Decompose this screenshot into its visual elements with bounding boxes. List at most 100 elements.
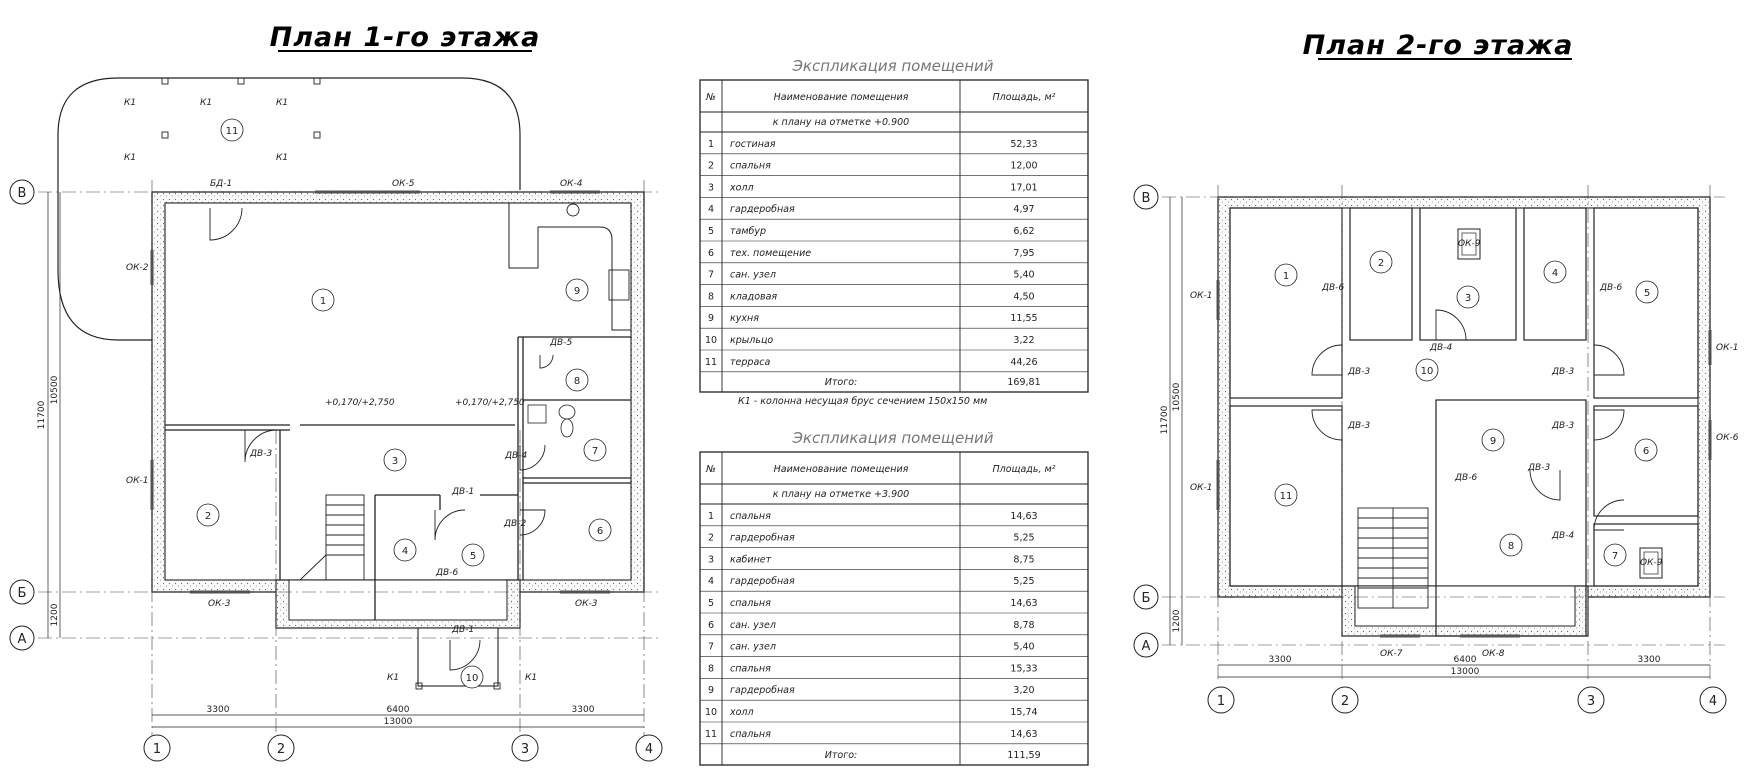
room1-8: 8 [574,376,580,387]
axis2-4: 4 [1709,694,1717,709]
axis2-v: В [1142,191,1151,206]
table1-row-10-name: крыльцо [730,335,773,346]
table1-row-7-n: 7 [708,270,714,281]
table2-row-lines [700,525,1088,745]
table1-row-3-name: холл [729,182,754,193]
label2-dv6-a: ДВ-6 [1321,283,1344,293]
table2-row-2-n: 2 [708,533,714,544]
table1-head-n: № [705,92,716,103]
axis2-b: Б [1142,591,1151,606]
axis1-2: 2 [277,742,285,757]
terrace-outline [57,77,521,341]
entry-porch [417,627,499,687]
table2-row-7-area: 5,40 [1013,642,1034,653]
room1-6: 6 [597,526,603,537]
table1-row-9-area: 11,55 [1010,313,1037,324]
label-k1-f: К1 [387,673,399,683]
dim2-3300-right: 3300 [1638,655,1661,665]
floor2-plan [1162,185,1725,680]
table1-row-2-name: спальня [730,161,771,172]
room2-9: 9 [1490,436,1496,447]
dim2-6400: 6400 [1454,655,1477,665]
table1-row-11-area: 44,26 [1010,357,1037,368]
axis1-4: 4 [645,742,653,757]
room2-2: 2 [1378,258,1384,269]
table2-row-2-area: 5,25 [1013,533,1034,544]
dim2-11700: 11700 [1160,405,1170,434]
label2-ok9-b: ОК-9 [1640,558,1663,568]
table1-row-lines [700,153,1088,373]
table1-row-2-n: 2 [708,161,714,172]
table2-row-11-name: спальня [730,729,771,740]
table2-row-7-name: сан. узел [730,642,776,653]
table1-row-4-area: 4,97 [1013,204,1034,215]
floor2-title: План 2-го этажа [1303,30,1574,61]
label-ok3-right: ОК-3 [575,599,598,609]
table2-row-5-name: спальня [730,598,771,609]
table1-row-3-area: 17,01 [1010,182,1037,193]
label-k1-d: К1 [124,153,136,163]
label-dv1-top: ДВ-1 [451,487,474,497]
dim2-1200: 1200 [1172,609,1182,632]
room1-11: 11 [226,126,239,137]
table2-total: 111,59 [1007,750,1040,761]
label2-dv6-c: ДВ-6 [1454,473,1477,483]
table2-row-11-n: 11 [705,729,717,740]
label-ok1: ОК-1 [126,476,148,486]
table2-row-10-name: холл [729,707,754,718]
floor1-axis-markers: В Б А 1 2 3 4 [9,179,663,762]
table1-row-9-n: 9 [708,313,714,324]
table2-head-n: № [705,464,716,475]
table1-head-area: Площадь, м² [993,92,1056,103]
table2-row-6-name: сан. узел [730,620,776,631]
floor1-labels: БД-1 ОК-5 ОК-4 ОК-2 ОК-1 ОК-3 ОК-3 ДВ-3 … [37,98,598,727]
dim2-3300-left: 3300 [1269,655,1292,665]
label-k1-c: К1 [276,98,288,108]
label-dv5: ДВ-5 [549,338,572,348]
label2-ok6: ОК-6 [1716,433,1739,443]
table1-row-7-name: сан. узел [730,270,776,281]
floor2-rooms: 1 2 3 4 5 10 9 6 11 8 7 [1274,250,1659,567]
axis2-3: 3 [1587,694,1595,709]
table1-row-6-area: 7,95 [1013,248,1034,259]
label2-dv4-a: ДВ-4 [1429,343,1452,353]
axis2-a: А [1142,639,1151,654]
room1-3: 3 [392,456,398,467]
floor1-plan [38,77,660,745]
table1-row-3-n: 3 [708,182,714,193]
table2-row-9-n: 9 [708,685,714,696]
dim1-11700: 11700 [37,400,47,429]
axis1-v: В [18,186,27,201]
label-dv6: ДВ-6 [435,568,458,578]
room1-5: 5 [470,551,476,562]
table2-row-1-name: спальня [730,511,771,522]
inner-area-1 [164,202,632,581]
table2-row-5-n: 5 [708,598,714,609]
level-mark-1: +0,170/+2,750 [325,398,395,408]
label2-ok1-b: ОК-1 [1190,483,1212,493]
dim1-10500: 10500 [50,375,60,404]
label-dv3: ДВ-3 [249,449,272,459]
label-ok4: ОК-4 [560,179,583,189]
label2-ok1-a: ОК-1 [1190,291,1212,301]
table2-row-10-n: 10 [705,707,717,718]
table2-row-3-area: 8,75 [1013,554,1034,565]
table2-row-11-area: 14,63 [1010,729,1037,740]
table2-row-10-area: 15,74 [1010,707,1037,718]
table2-row-1-area: 14,63 [1010,511,1037,522]
table2-row-5-area: 14,63 [1010,598,1037,609]
room2-7: 7 [1612,551,1618,562]
table1-row-9-name: кухня [730,313,759,324]
table1-total: 169,81 [1007,377,1040,388]
label-ok5: ОК-5 [392,179,415,189]
table2-subhead: к плану на отметке +3.900 [773,489,909,500]
label-k1-e: К1 [276,153,288,163]
label2-dv3-b: ДВ-3 [1347,421,1370,431]
dim2-10500: 10500 [1172,382,1182,411]
explication-table-1: Экспликация помещений № Наименование пом… [699,57,1089,407]
inner-area-2 [1229,207,1699,587]
table1-row-2-area: 12,00 [1010,161,1037,172]
table1-row-11-n: 11 [705,357,717,368]
axis1-1: 1 [153,742,161,757]
porch-inner [288,579,508,621]
